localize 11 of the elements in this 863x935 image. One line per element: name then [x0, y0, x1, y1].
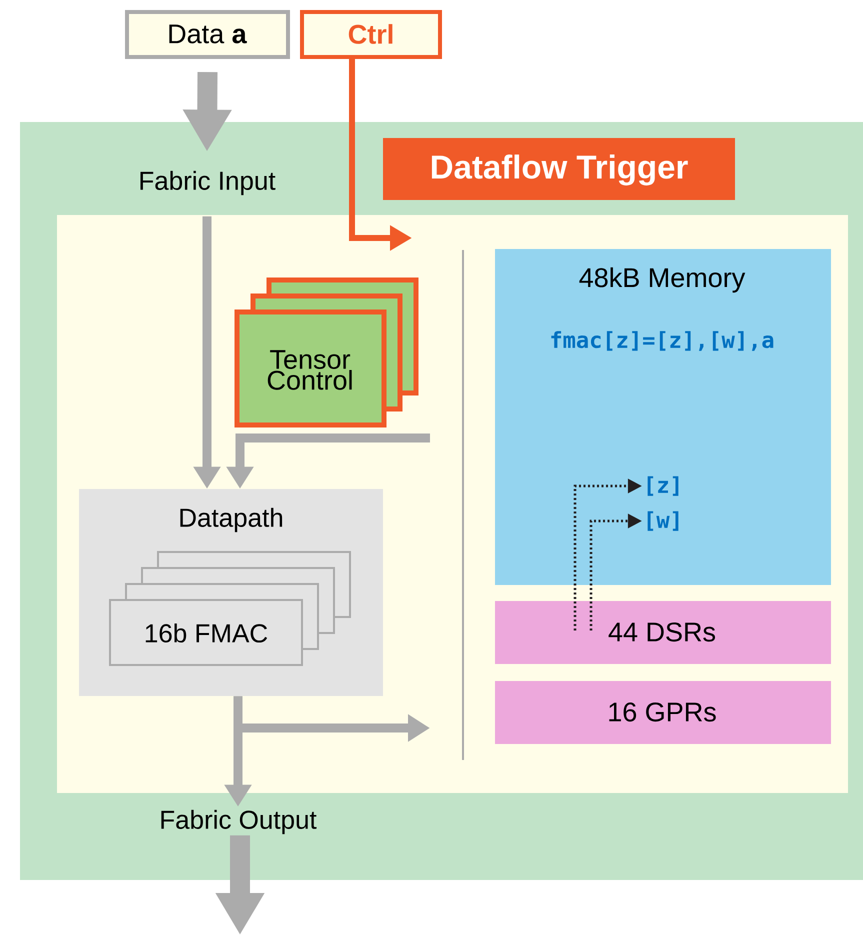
trigger-banner: Dataflow Trigger [383, 138, 735, 200]
tensor-control-stack: Tensor Control [234, 278, 418, 428]
register-bar: 16 GPRs [495, 681, 831, 744]
register-bar: 44 DSRs [495, 601, 831, 664]
fmac-stack: 16b FMAC [109, 551, 351, 666]
port-label: Fabric Output [161, 810, 317, 834]
register-label: [z] [648, 476, 678, 496]
input-box: Ctrl [300, 10, 442, 59]
port-label: Fabric Input [140, 170, 276, 196]
register-label: [w] [648, 511, 678, 531]
input-box: Data a [125, 10, 290, 59]
